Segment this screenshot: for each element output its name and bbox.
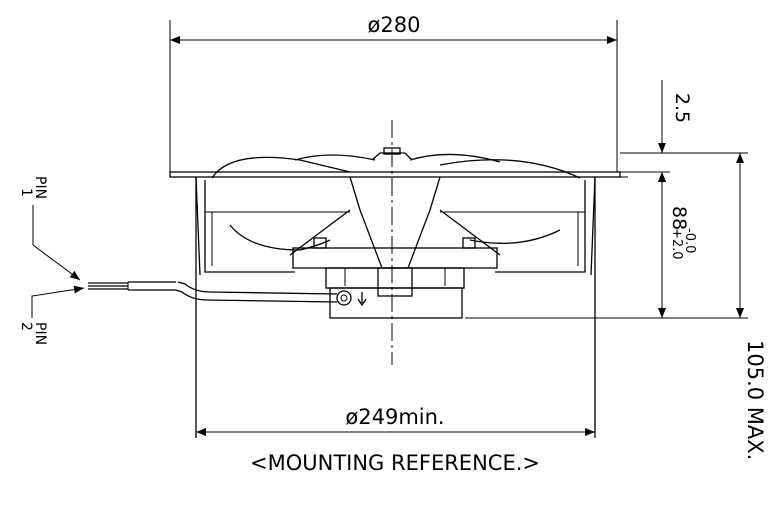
cable-gland [336, 290, 352, 306]
blade-low-left [229, 224, 331, 251]
fan-body [169, 147, 628, 438]
motor-height-tol-plus: +2.0 [669, 228, 684, 260]
hub-right [407, 176, 441, 269]
mounting-diameter-label: ø249min. [345, 405, 444, 429]
bolt-right [462, 237, 476, 249]
motor-shaft [377, 267, 413, 297]
pin1-label: PIN [32, 176, 48, 199]
pin1-number: 1 [18, 188, 34, 197]
pin1-leader [32, 205, 81, 281]
motor-body-bottom [329, 287, 463, 319]
motor-height-dimension: 88 +2.0 -0.0 [465, 172, 748, 319]
blade-low-right [469, 229, 561, 244]
pin2-callout: PIN 2 [18, 285, 85, 345]
cable-lower-edge [175, 289, 338, 303]
hub-left [349, 176, 383, 269]
blade-top-right [439, 159, 581, 179]
bolt-left [313, 237, 327, 249]
pin1-callout: PIN 1 [18, 176, 81, 281]
top-diameter-label: ø280 [368, 13, 421, 37]
wire-ends [88, 282, 128, 290]
blade-top-left [211, 156, 351, 179]
pin2-number: 2 [18, 322, 34, 331]
motor-height-value: 88 [668, 206, 690, 230]
overall-height-label: 105.0 MAX. [743, 340, 767, 460]
motor-height-tol-minus: -0.0 [682, 228, 697, 253]
mounting-reference-label: <MOUNTING REFERENCE.> [250, 451, 540, 475]
pin2-label: PIN [32, 322, 48, 345]
motor-plate [292, 247, 498, 269]
overall-height-dimension: 105.0 MAX. [620, 152, 767, 460]
mounting-flange [169, 171, 621, 178]
pin2-leader [31, 285, 85, 318]
flange-thickness-dimension: 2.5 [620, 80, 693, 190]
cable-upper-edge [177, 281, 338, 295]
airflow-arrow-icon [357, 292, 367, 307]
lead-wire [88, 281, 338, 303]
mounting-diameter-dimension: ø249min. <MOUNTING REFERENCE.> [196, 405, 595, 475]
motor-body-top [325, 267, 465, 289]
flange-thickness-label: 2.5 [671, 93, 693, 123]
top-diameter-dimension: ø280 [169, 13, 618, 172]
